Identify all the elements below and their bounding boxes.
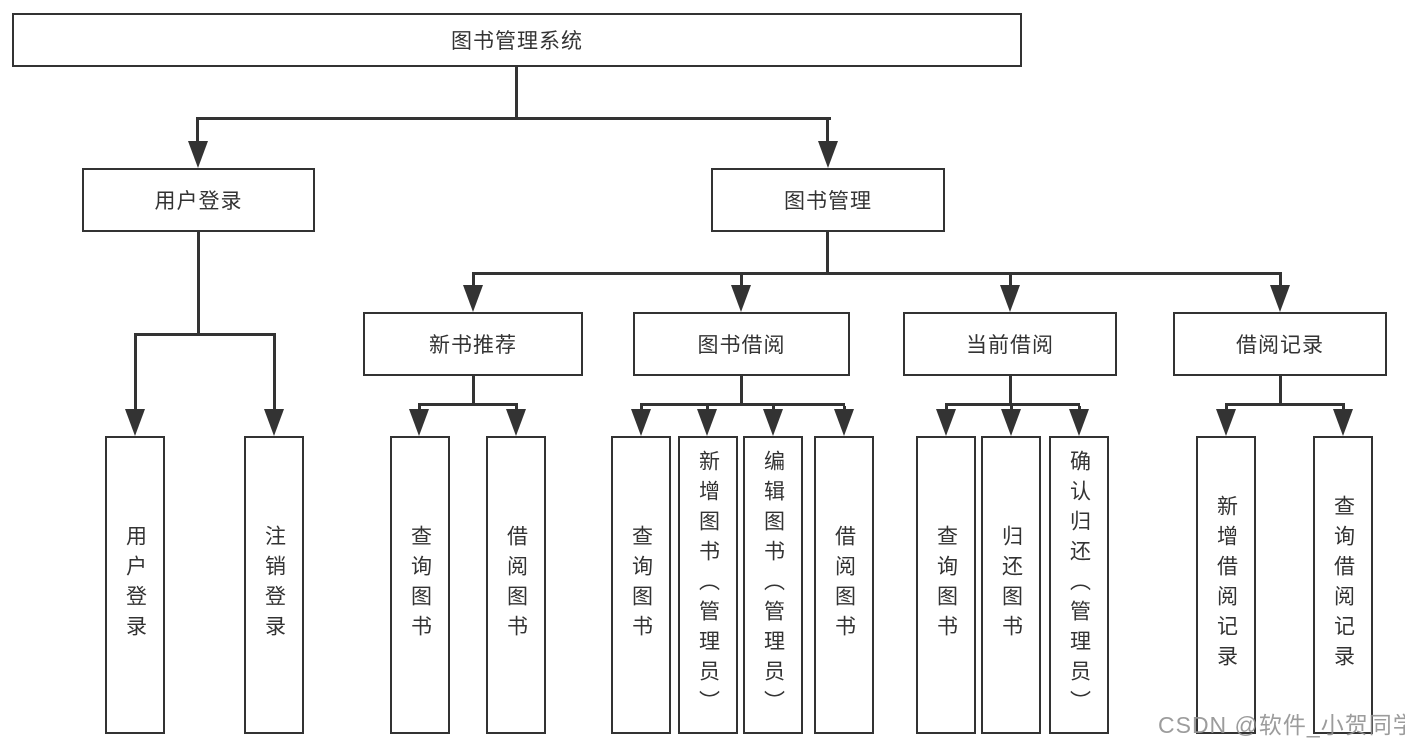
connector-book-borrowing-bar [640, 403, 845, 406]
arrowhead-icon [1270, 285, 1290, 312]
connector-book-management-stem [826, 232, 829, 274]
connector-drop-current-borrowing [1009, 274, 1012, 286]
leaf-query-borrow-record: 查询借阅记录 [1313, 436, 1373, 734]
leaf-edit-book-admin: 编辑图书（管理员） [743, 436, 803, 734]
leaf-borrow-books-2: 借阅图书 [814, 436, 874, 734]
arrowhead-icon [125, 409, 145, 436]
connector-new-books-bar [418, 403, 518, 406]
connector-root-bar [196, 117, 831, 120]
leaf-add-borrow-record: 新增借阅记录 [1196, 436, 1256, 734]
connector-drop [418, 406, 421, 411]
arrowhead-icon [818, 141, 838, 168]
arrowhead-icon [463, 285, 483, 312]
connector-drop-book-borrowing [740, 274, 743, 286]
node-borrowing-records: 借阅记录 [1173, 312, 1387, 376]
leaf-user-login: 用户登录 [105, 436, 165, 734]
connector-drop-leaf-logout [273, 336, 276, 410]
node-current-borrowing: 当前借阅 [903, 312, 1117, 376]
arrowhead-icon [409, 409, 429, 436]
leaf-query-books-1: 查询图书 [390, 436, 450, 734]
arrowhead-icon [731, 285, 751, 312]
connector-drop [1078, 406, 1081, 411]
leaf-return-books: 归还图书 [981, 436, 1041, 734]
connector-book-borrowing-stem [740, 376, 743, 406]
watermark-text: CSDN @软件_小贺同学 [1158, 712, 1405, 738]
arrowhead-icon [264, 409, 284, 436]
connector-current-borrowing-bar [945, 403, 1080, 406]
node-library-management-system: 图书管理系统 [12, 13, 1022, 67]
arrowhead-icon [506, 409, 526, 436]
arrowhead-icon [1216, 409, 1236, 436]
connector-drop-book-management [826, 118, 829, 142]
arrowhead-icon [834, 409, 854, 436]
leaf-add-book-admin: 新增图书（管理员） [678, 436, 738, 734]
connector-user-login-bar [134, 333, 276, 336]
connector-drop-user-login [196, 118, 199, 142]
connector-drop [772, 406, 775, 411]
node-new-book-recommendation: 新书推荐 [363, 312, 583, 376]
connector-drop-borrowing-records [1279, 274, 1282, 286]
leaf-confirm-return-admin: 确认归还（管理员） [1049, 436, 1109, 734]
arrowhead-icon [188, 141, 208, 168]
arrowhead-icon [763, 409, 783, 436]
arrowhead-icon [631, 409, 651, 436]
node-user-login: 用户登录 [82, 168, 315, 232]
connector-drop [1225, 406, 1228, 411]
connector-current-borrowing-stem [1009, 376, 1012, 406]
connector-borrowing-records-stem [1279, 376, 1282, 406]
arrowhead-icon [697, 409, 717, 436]
leaf-borrow-books-1: 借阅图书 [486, 436, 546, 734]
arrowhead-icon [1333, 409, 1353, 436]
connector-root-stem [515, 67, 518, 119]
connector-borrowing-records-bar [1225, 403, 1345, 406]
connector-drop [515, 406, 518, 411]
node-book-management: 图书管理 [711, 168, 945, 232]
connector-drop [1342, 406, 1345, 411]
leaf-query-books-3: 查询图书 [916, 436, 976, 734]
leaf-logout: 注销登录 [244, 436, 304, 734]
connector-drop [945, 406, 948, 411]
connector-drop-leaf-user-login [134, 336, 137, 410]
node-book-borrowing: 图书借阅 [633, 312, 850, 376]
connector-drop [706, 406, 709, 411]
connector-drop [1010, 406, 1013, 411]
connector-drop [843, 406, 846, 411]
connector-new-books-stem [472, 376, 475, 406]
arrowhead-icon [1001, 409, 1021, 436]
connector-book-management-bar [472, 272, 1282, 275]
connector-drop-new-books [472, 274, 475, 286]
leaf-query-books-2: 查询图书 [611, 436, 671, 734]
arrowhead-icon [1000, 285, 1020, 312]
arrowhead-icon [1069, 409, 1089, 436]
connector-user-login-stem [197, 232, 200, 336]
connector-drop [640, 406, 643, 411]
arrowhead-icon [936, 409, 956, 436]
